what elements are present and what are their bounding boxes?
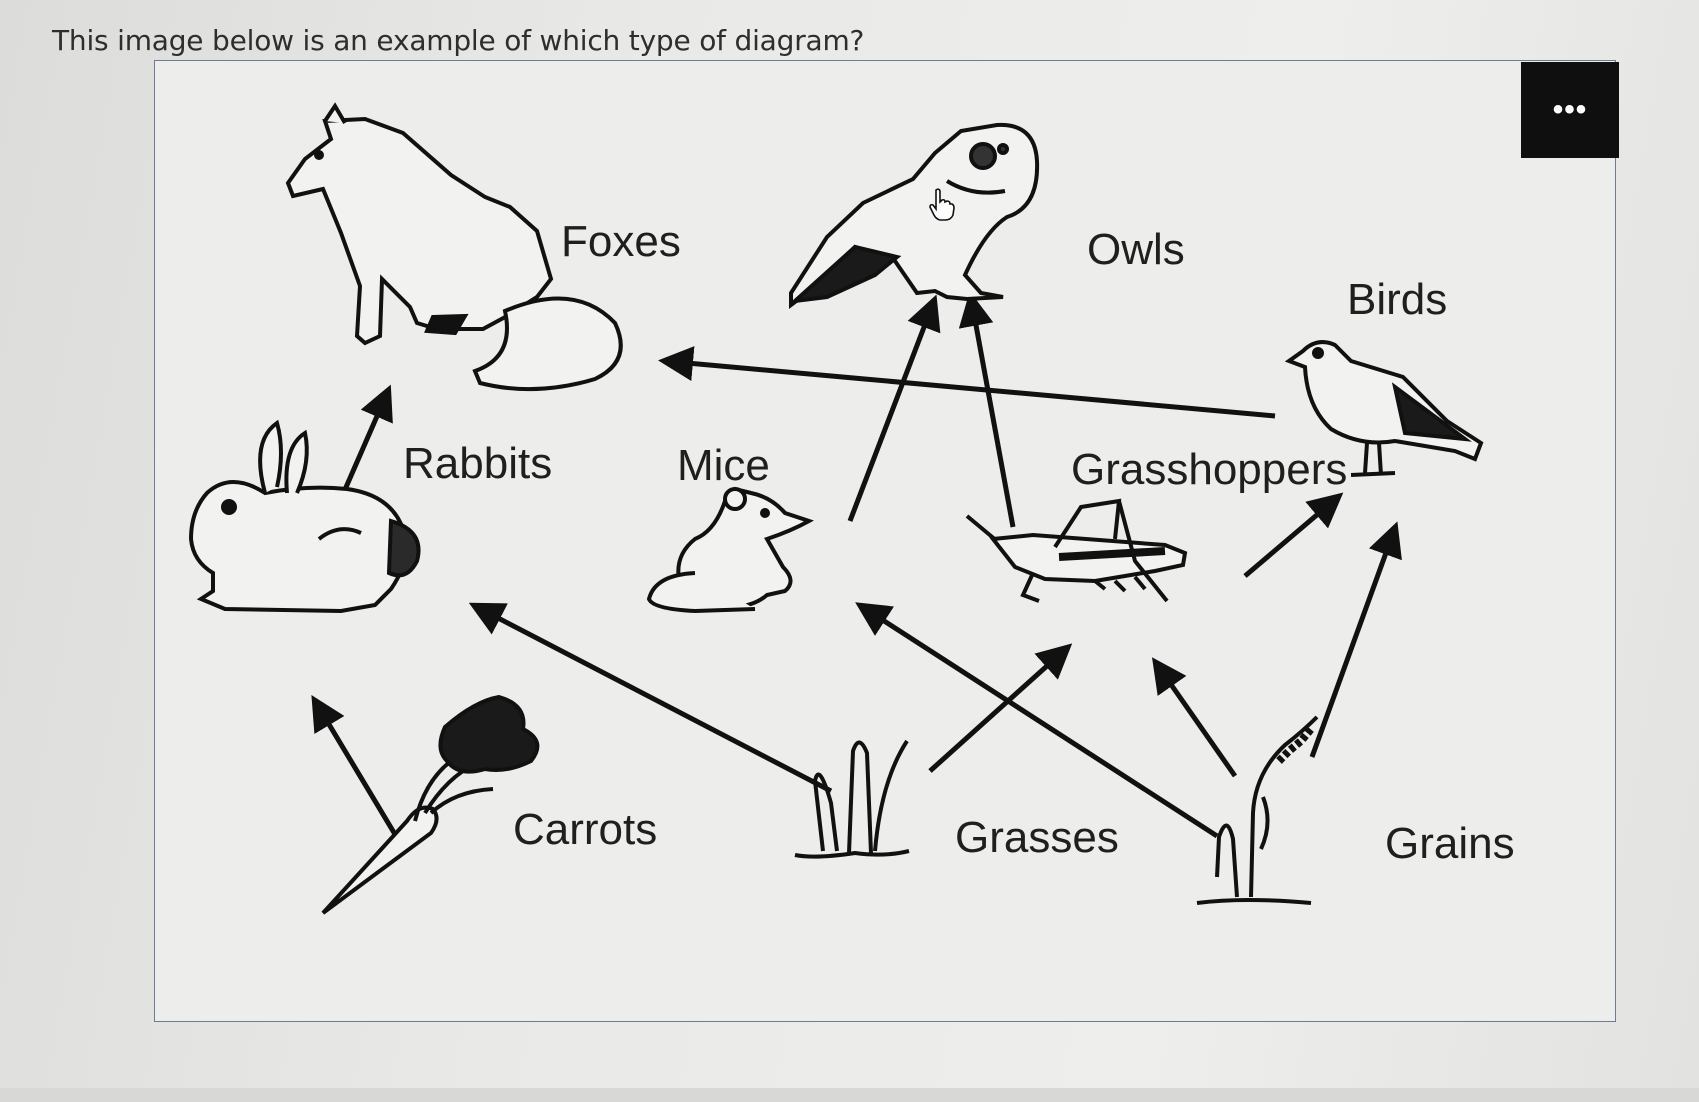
owl-icon: [788, 122, 1040, 309]
grain-icon: [1196, 715, 1319, 905]
grasshopper-icon: [965, 498, 1188, 603]
arrow-grains-grasshoppers: [1151, 657, 1238, 778]
arrow-birds-foxes: [658, 346, 1276, 419]
fox-icon: [285, 102, 623, 392]
question-text: This image below is an example of which …: [52, 24, 865, 57]
label-grains: Grains: [1385, 819, 1515, 868]
arrow-carrots-rabbits: [311, 694, 408, 853]
label-mice: Mice: [677, 441, 770, 490]
food-web-drawing: [188, 102, 1484, 915]
food-web-diagram: Foxes Owls Birds Rabbits Mice Grasshoppe…: [154, 60, 1616, 1022]
arrow-mice-owls: [847, 294, 941, 522]
label-carrots: Carrots: [513, 805, 658, 854]
label-owls: Owls: [1087, 225, 1185, 274]
label-grasses: Grasses: [955, 813, 1119, 862]
mouse-icon: [646, 486, 814, 614]
bird-icon: [1284, 340, 1484, 477]
grass-icon: [794, 739, 910, 859]
hand-cursor-icon: [929, 188, 955, 221]
arrow-grasshoppers-owls: [958, 291, 1016, 528]
more-options-button[interactable]: •••: [1521, 62, 1619, 158]
bottom-edge: [0, 1088, 1699, 1102]
label-rabbits: Rabbits: [403, 439, 553, 488]
arrow-grasses-rabbits: [468, 602, 833, 794]
rabbit-icon: [188, 419, 421, 614]
label-foxes: Foxes: [561, 217, 681, 266]
arrow-grasses-grasshoppers: [928, 643, 1073, 773]
label-birds: Birds: [1347, 275, 1448, 324]
arrow-rabbits-foxes: [337, 384, 393, 502]
arrow-grains-mice: [855, 602, 1219, 839]
carrot-icon: [321, 694, 540, 915]
arrow-grasshoppers-birds: [1243, 492, 1344, 578]
label-grasshoppers: Grasshoppers: [1071, 445, 1348, 494]
arrow-grains-birds: [1309, 521, 1402, 758]
